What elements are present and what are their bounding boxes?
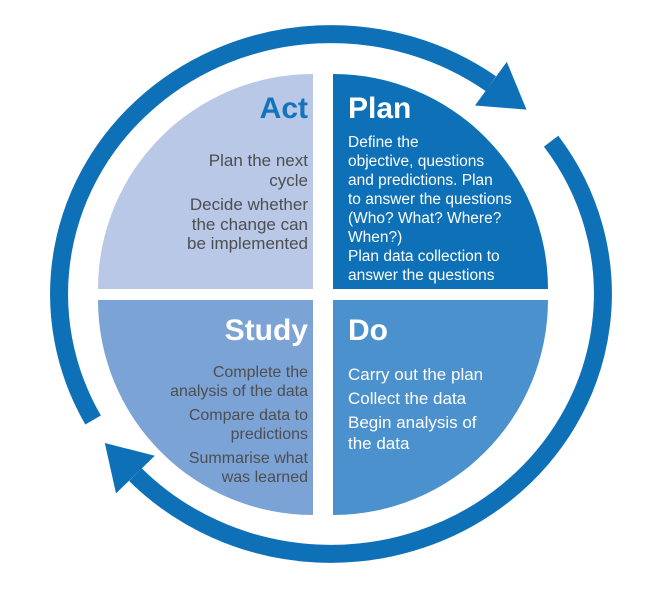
text-line: Summarise what (188, 450, 308, 467)
text-line: Carry out the plan (348, 365, 484, 384)
text-line: Decide whether (189, 195, 308, 214)
cycle-arc-bottom (129, 135, 612, 563)
text-paragraph: Summarise what was learned (100, 449, 308, 487)
plan-quadrant-text: Plan Define the objective, questions and p… (348, 92, 550, 285)
plan-title: Plan (348, 92, 412, 125)
cycle-arc-top (50, 25, 497, 425)
text-line: objective, questions (348, 153, 485, 170)
text-line: and predictions. Plan (348, 172, 493, 189)
plan-body: Define the objective, questions and predic… (348, 133, 550, 285)
text-paragraph: Compare data to predictions (100, 406, 308, 444)
study-quadrant-shape (98, 300, 313, 515)
text-line: analysis of the data (170, 383, 308, 400)
text-line: be implemented (187, 234, 308, 253)
text-paragraph: Collect the data (348, 388, 553, 409)
text-paragraph: Complete the analysis of the data (100, 363, 308, 401)
act-quadrant-shape (98, 74, 313, 289)
text-line: predictions (230, 426, 308, 443)
act-title: Act (259, 92, 308, 125)
do-quadrant-shape (333, 300, 548, 515)
text-line: cycle (269, 170, 308, 190)
text-line: Complete the (212, 364, 308, 381)
text-line: Plan the next (208, 151, 308, 170)
text-line: was learned (221, 469, 308, 486)
text-paragraph: Define the objective, questions and predic… (348, 133, 550, 285)
text-line: the change can (191, 214, 308, 234)
do-title: Do (348, 314, 388, 347)
plan-quadrant-shape (333, 74, 548, 289)
text-line: Collect the data (348, 389, 467, 408)
study-title: Study (224, 314, 308, 347)
text-line: Plan data collection to (348, 248, 500, 265)
clockwise-arrowhead-bottom-icon (104, 443, 155, 494)
text-line: Compare data to (188, 407, 308, 424)
text-line: the data (348, 434, 410, 453)
text-line: When?) (348, 229, 403, 246)
clockwise-arrowhead-top-icon (475, 61, 527, 110)
text-line: Begin analysis of (348, 413, 477, 432)
text-paragraph: Carry out the plan (348, 364, 553, 385)
text-line: Define the (348, 134, 419, 151)
text-line: answer the questions (348, 267, 495, 284)
text-line: (Who? What? Where? (348, 210, 502, 227)
text-paragraph: Begin analysis of the data (348, 412, 553, 454)
text-line: to answer the questions (348, 191, 512, 208)
